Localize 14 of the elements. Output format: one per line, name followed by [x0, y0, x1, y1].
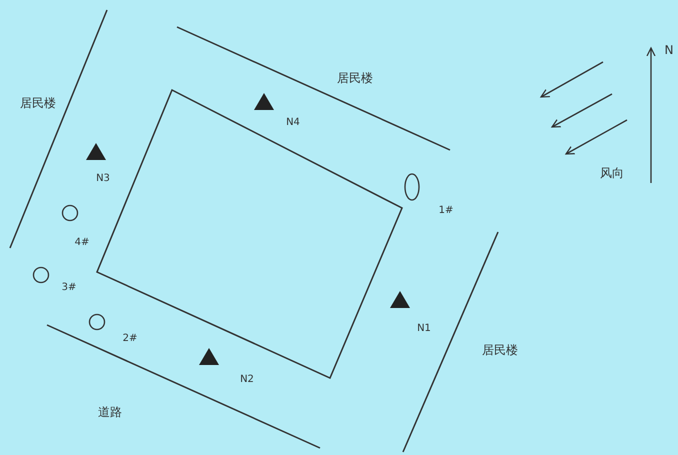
- map-label: 道路: [98, 406, 122, 418]
- map-label: 3#: [62, 283, 76, 293]
- map-label: 居民楼: [20, 97, 56, 109]
- map-label: 居民楼: [337, 72, 373, 84]
- map-label: 居民楼: [482, 344, 518, 356]
- map-label: N2: [240, 375, 254, 385]
- map-label: N3: [96, 174, 110, 184]
- map-label: N: [664, 44, 674, 56]
- map-label: 1#: [438, 206, 454, 216]
- map-label: N1: [417, 324, 431, 334]
- map-label: N4: [286, 118, 300, 128]
- map-label: 2#: [122, 334, 138, 344]
- map-label: 风向: [600, 167, 624, 179]
- map-label: 4#: [74, 238, 90, 248]
